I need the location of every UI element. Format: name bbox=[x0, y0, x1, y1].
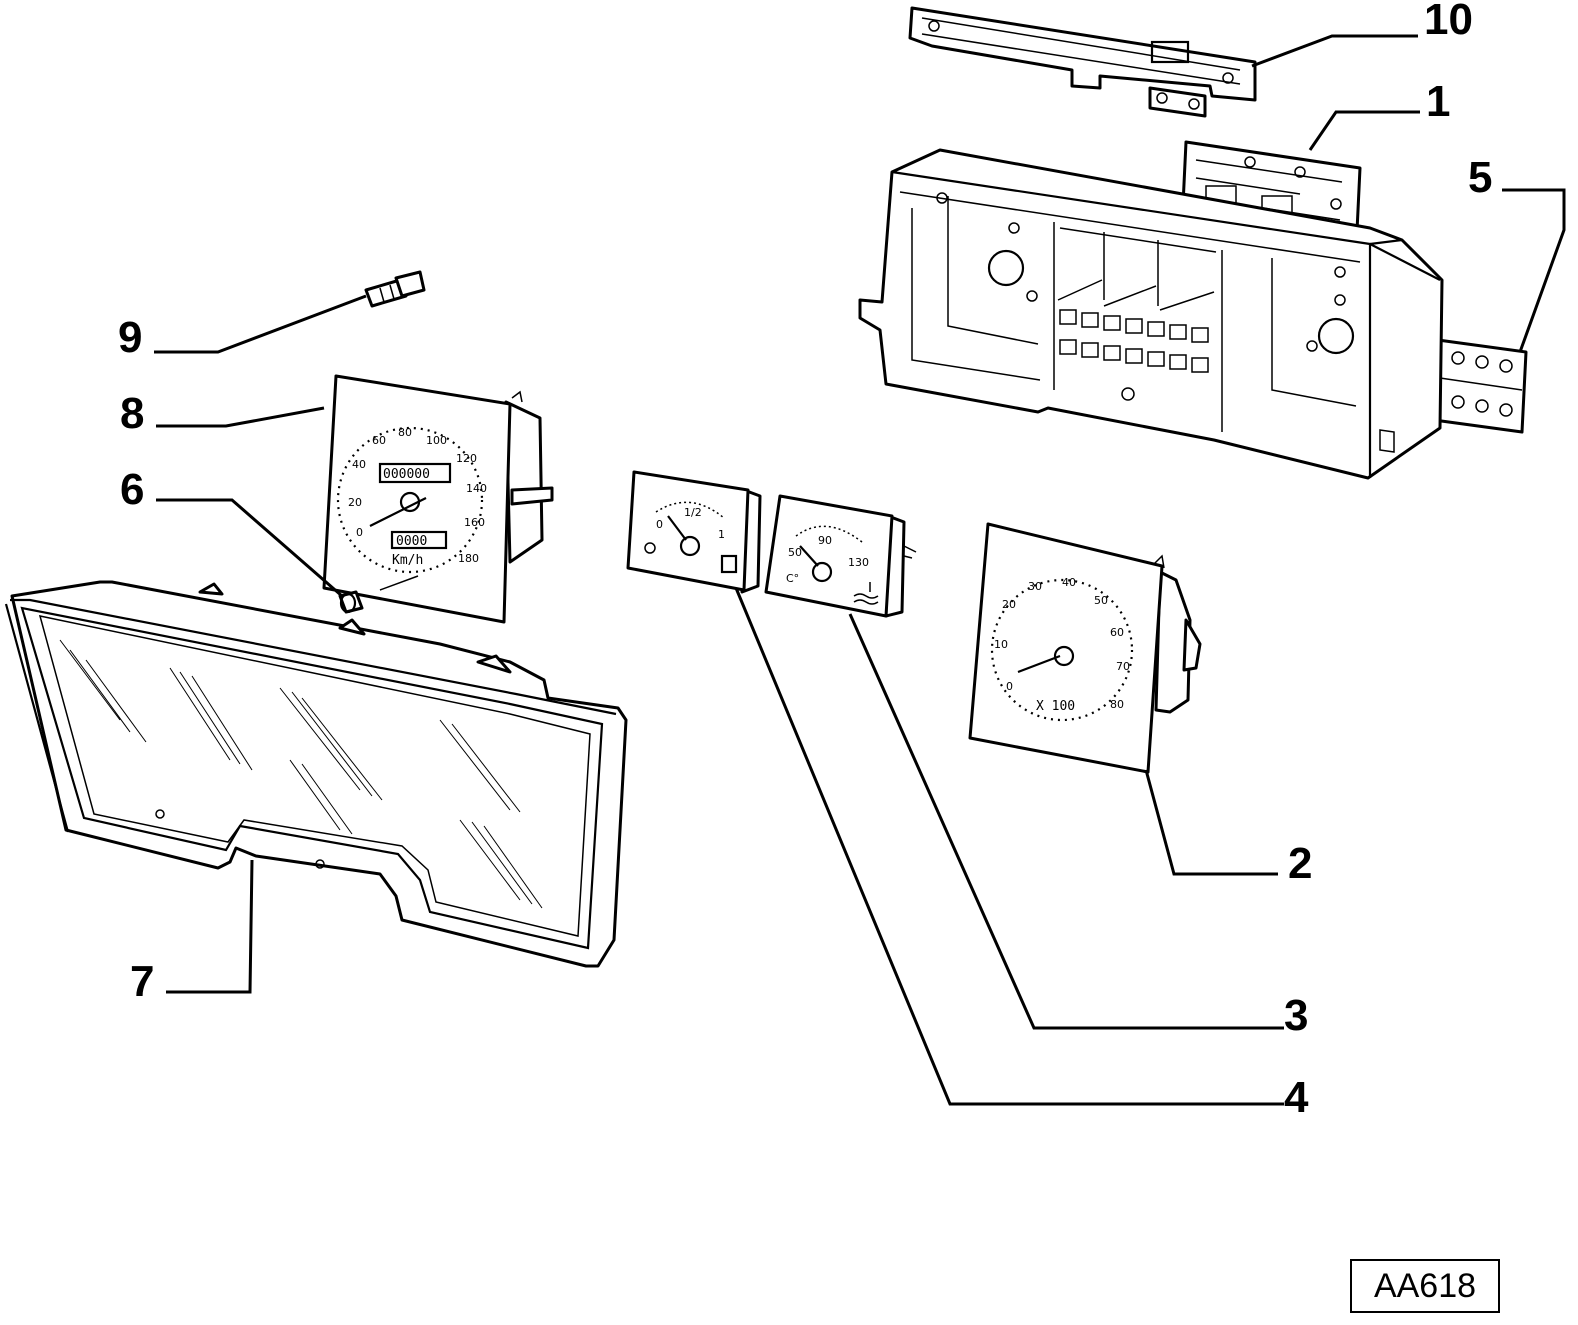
leader-9 bbox=[154, 294, 367, 354]
fuel-gauge-scale: 0 1/2 1 bbox=[656, 506, 725, 541]
svg-text:50: 50 bbox=[1094, 594, 1108, 607]
svg-text:20: 20 bbox=[1002, 598, 1016, 611]
fuel-pump-icon bbox=[720, 554, 738, 574]
callout-2: 2 bbox=[1288, 839, 1312, 888]
svg-text:10: 10 bbox=[994, 638, 1008, 651]
svg-text:30: 30 bbox=[1028, 580, 1042, 593]
part-4-fuel-gauge: 0 1/2 1 bbox=[626, 470, 762, 594]
part-3-temp-gauge: 50 90 130 C° bbox=[764, 494, 917, 618]
callout-10: 10 bbox=[1424, 0, 1473, 44]
leader-lines bbox=[154, 34, 1566, 1106]
leader-4 bbox=[734, 587, 1284, 1106]
housing-grid bbox=[1059, 309, 1209, 373]
svg-text:1/2: 1/2 bbox=[684, 506, 702, 519]
coolant-icon bbox=[853, 593, 879, 605]
part-8-speedometer: 0 20 40 60 80 100 120 140 160 180 000000… bbox=[322, 374, 554, 624]
speed-unit: Km/h bbox=[392, 553, 423, 568]
leader-10 bbox=[1251, 34, 1418, 68]
svg-text:60: 60 bbox=[372, 434, 386, 447]
leader-5 bbox=[1502, 188, 1566, 353]
temp-unit: C° bbox=[786, 572, 799, 585]
callout-labels: 10 1 5 9 8 6 7 2 3 4 bbox=[118, 0, 1492, 1122]
svg-text:180: 180 bbox=[458, 552, 479, 565]
svg-text:50: 50 bbox=[788, 546, 802, 559]
part-10-bracket bbox=[908, 6, 1257, 118]
svg-text:80: 80 bbox=[1110, 698, 1124, 711]
callout-6: 6 bbox=[120, 465, 144, 514]
svg-text:70: 70 bbox=[1116, 660, 1130, 673]
callout-1: 1 bbox=[1426, 77, 1450, 126]
callout-9: 9 bbox=[118, 313, 142, 362]
svg-text:40: 40 bbox=[352, 458, 366, 471]
glass-reflection-hatching bbox=[59, 639, 543, 909]
svg-text:0: 0 bbox=[1006, 680, 1013, 693]
temp-gauge-scale: 50 90 130 bbox=[788, 534, 869, 569]
svg-text:20: 20 bbox=[348, 496, 362, 509]
svg-text:0: 0 bbox=[356, 526, 363, 539]
svg-text:120: 120 bbox=[456, 452, 477, 465]
part-5-side-connector bbox=[1432, 338, 1528, 434]
part-9-bulb-holder bbox=[364, 270, 426, 308]
leader-2 bbox=[1144, 769, 1278, 876]
svg-text:80: 80 bbox=[398, 426, 412, 439]
part-2-tachometer: 0 10 20 30 40 50 60 70 80 X 100 bbox=[968, 522, 1202, 774]
svg-text:60: 60 bbox=[1110, 626, 1124, 639]
part-7-glass-cover bbox=[4, 580, 628, 968]
callout-8: 8 bbox=[120, 389, 144, 438]
svg-text:140: 140 bbox=[466, 482, 487, 495]
callout-7: 7 bbox=[130, 957, 154, 1006]
svg-text:90: 90 bbox=[818, 534, 832, 547]
leader-6 bbox=[156, 498, 343, 598]
tachometer-multiplier: X 100 bbox=[1036, 699, 1075, 714]
callout-5: 5 bbox=[1468, 153, 1492, 202]
leader-8 bbox=[156, 406, 325, 428]
trip-digits: 0000 bbox=[396, 534, 427, 549]
svg-text:130: 130 bbox=[848, 556, 869, 569]
callout-3: 3 bbox=[1284, 991, 1308, 1040]
svg-text:0: 0 bbox=[656, 518, 663, 531]
part-6-plug bbox=[338, 590, 364, 614]
leader-1 bbox=[1308, 110, 1420, 151]
speedometer-scale: 0 20 40 60 80 100 120 140 160 180 bbox=[348, 426, 487, 565]
svg-text:1: 1 bbox=[718, 528, 725, 541]
tachometer-scale: 0 10 20 30 40 50 60 70 80 bbox=[994, 576, 1130, 711]
callout-4: 4 bbox=[1284, 1073, 1309, 1122]
svg-text:40: 40 bbox=[1062, 576, 1076, 589]
svg-text:160: 160 bbox=[464, 516, 485, 529]
svg-text:100: 100 bbox=[426, 434, 447, 447]
leader-7 bbox=[166, 859, 254, 994]
leader-3 bbox=[848, 613, 1284, 1030]
diagram-reference-code: AA618 bbox=[1350, 1259, 1500, 1313]
odometer-digits: 000000 bbox=[383, 467, 430, 482]
instrument-housing bbox=[858, 148, 1444, 480]
